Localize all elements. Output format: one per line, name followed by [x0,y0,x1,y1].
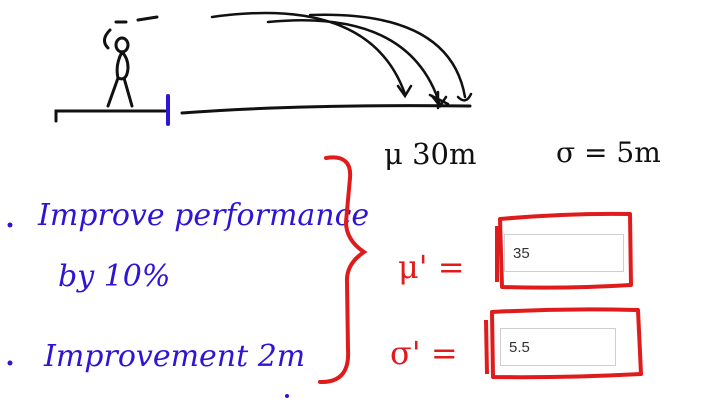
mu-prime-input[interactable] [504,234,624,272]
throw-trajectories [210,11,473,110]
stray-dot [285,394,289,398]
note-improvement-2m: Improvement 2m [43,339,305,374]
mu-prime-label: μ' = [398,248,465,286]
curly-brace [318,155,368,385]
note-by-ten-percent: by 10% [58,259,170,294]
sigma-answer-box [484,307,643,380]
sigma-prime-label: σ' = [390,334,458,372]
note-improve-performance: Improve performance [37,198,369,233]
bullet-dot [7,222,13,228]
sigma-prime-input[interactable] [500,328,616,366]
mu-answer-box [495,211,633,290]
bullet-dot [7,360,13,366]
stick-figure [103,15,159,108]
sigma-given-text: σ = 5m [556,136,661,169]
mu-given-text: μ 30m [384,137,476,171]
ground-line [54,104,472,123]
